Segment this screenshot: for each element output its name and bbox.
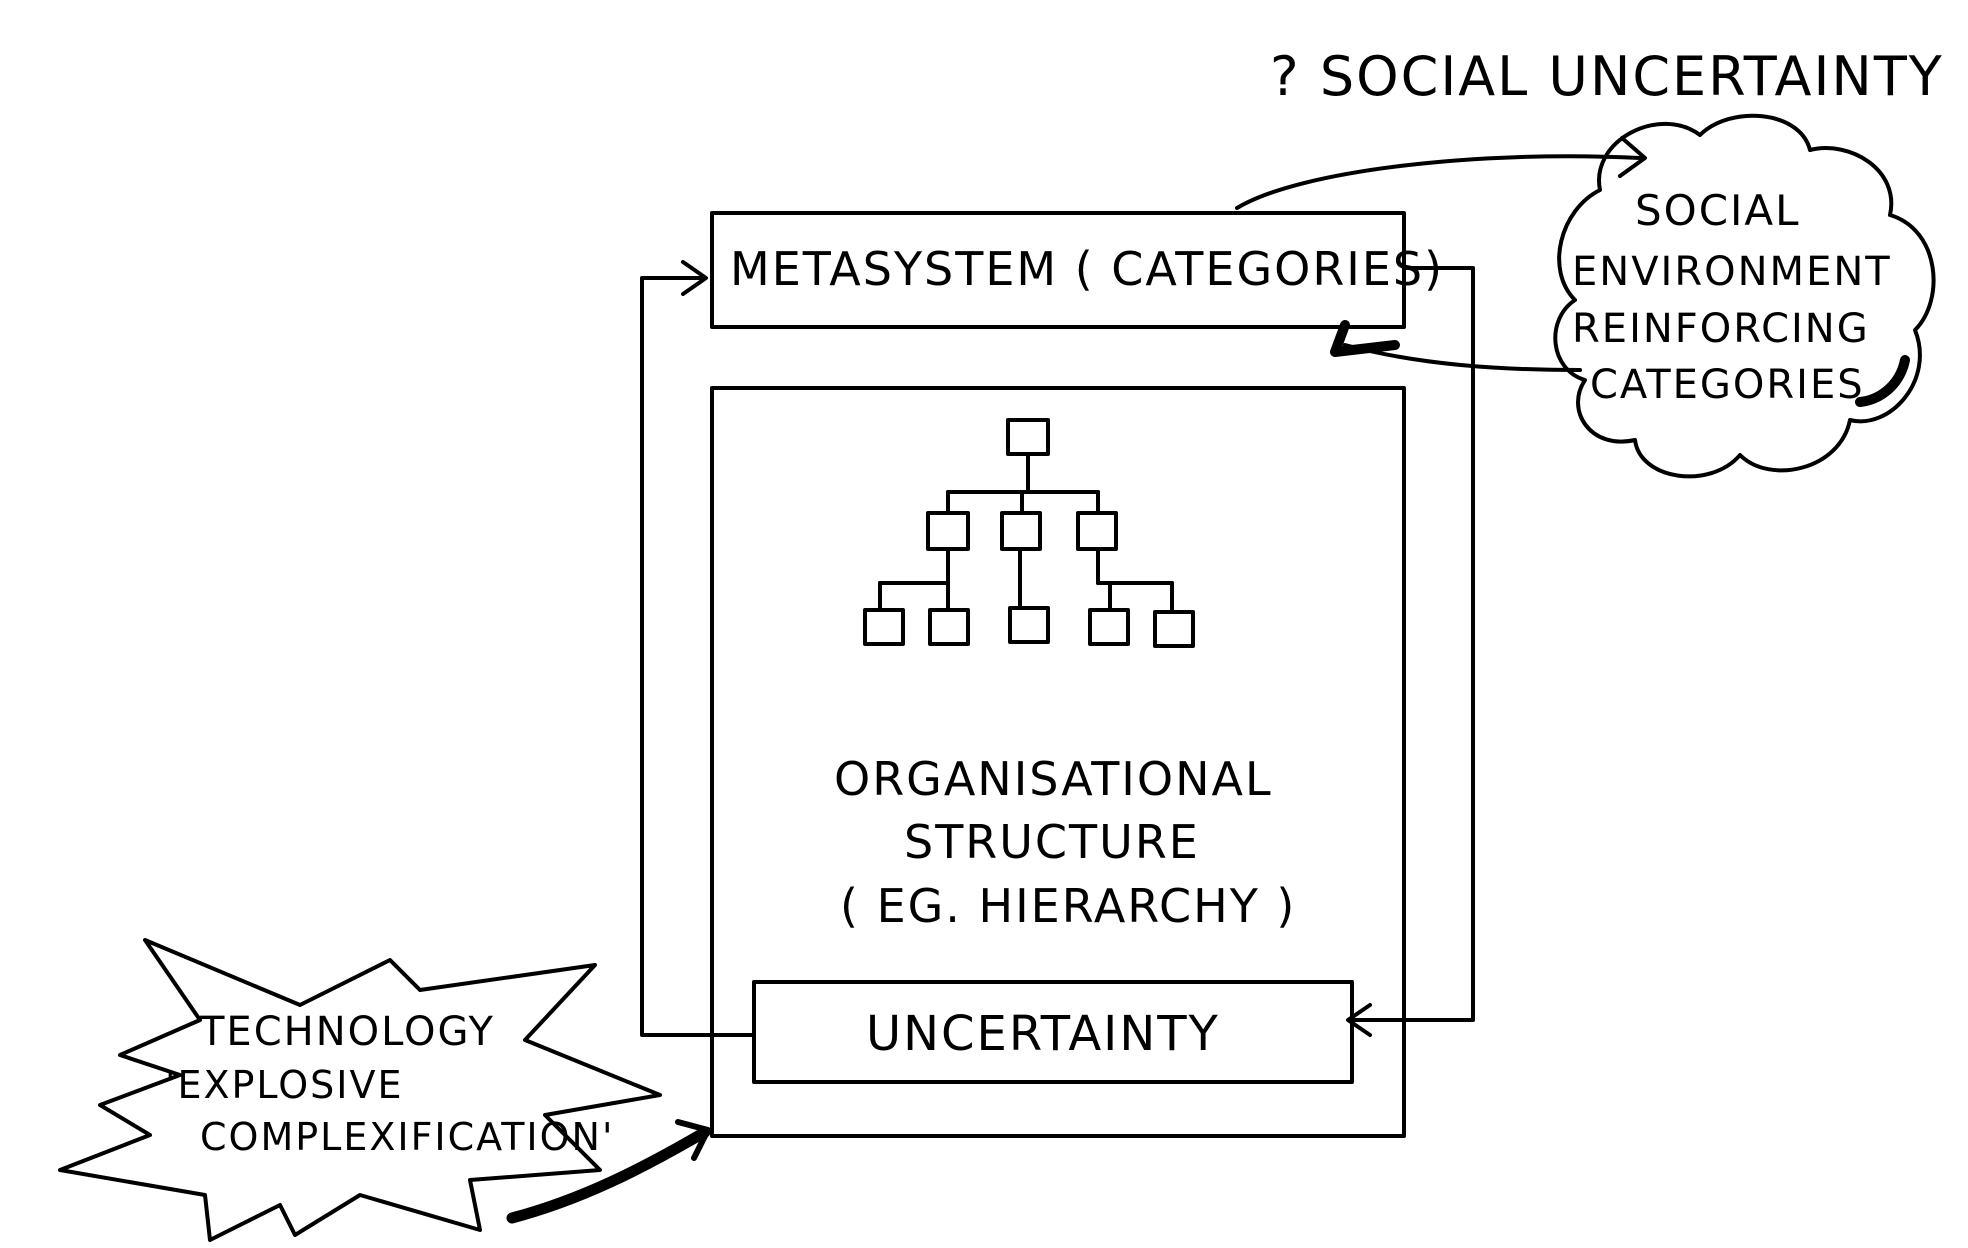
hierarchy-node-root xyxy=(1006,418,1050,456)
hierarchy-node-leaf xyxy=(1008,606,1050,644)
feedback-line-right xyxy=(1348,266,1475,1022)
hierarchy-node-leaf xyxy=(863,608,905,646)
cloud-line-2: ENVIRONMENT xyxy=(1572,249,1892,295)
hierarchy-node-leaf xyxy=(1088,608,1130,646)
cloud-line-1: SOCIAL xyxy=(1635,186,1801,235)
hierarchy-node-mid xyxy=(926,511,970,551)
tech-line-1: TECHNOLOGY xyxy=(199,1009,495,1055)
hierarchy-node-leaf xyxy=(1153,610,1195,648)
cloud-tail-mark xyxy=(1855,355,1910,407)
org-line-2: STRUCTURE xyxy=(904,815,1200,869)
feedback-line-left xyxy=(640,276,756,1037)
arrowhead-to-uncertainty xyxy=(1346,1003,1372,1037)
arrowhead-to-metasystem-left xyxy=(681,260,708,296)
tech-line-2: 'EXPLOSIVE xyxy=(165,1063,403,1107)
metasystem-label: METASYSTEM ( CATEGORIES) xyxy=(730,242,1444,296)
arrow-technology-to-organisation xyxy=(506,1126,711,1224)
cloud-line-4: CATEGORIES xyxy=(1590,362,1865,408)
social-uncertainty-label: ? SOCIAL UNCERTAINTY xyxy=(1270,45,1944,108)
tech-line-3: COMPLEXIFICATION' xyxy=(200,1115,614,1159)
organisation-box xyxy=(710,386,1406,1138)
org-line-3: ( EG. HIERARCHY ) xyxy=(840,879,1296,933)
cloud-line-3: REINFORCING xyxy=(1572,306,1870,352)
arrowhead-to-organisation xyxy=(675,1119,711,1161)
arrowhead-to-cloud xyxy=(1618,136,1647,178)
arrowhead-to-metasystem xyxy=(1330,320,1400,357)
hierarchy-node-mid xyxy=(1076,511,1118,551)
hierarchy-node-mid xyxy=(1000,511,1042,551)
hierarchy-chart xyxy=(863,418,1195,648)
org-line-1: ORGANISATIONAL xyxy=(834,752,1273,806)
uncertainty-box xyxy=(752,980,1354,1084)
arrow-metasystem-to-cloud xyxy=(1235,154,1642,210)
social-environment-cloud xyxy=(1553,113,1936,479)
technology-starburst xyxy=(58,938,662,1242)
uncertainty-label: UNCERTAINTY xyxy=(866,1006,1220,1062)
hierarchy-node-leaf xyxy=(928,608,970,646)
